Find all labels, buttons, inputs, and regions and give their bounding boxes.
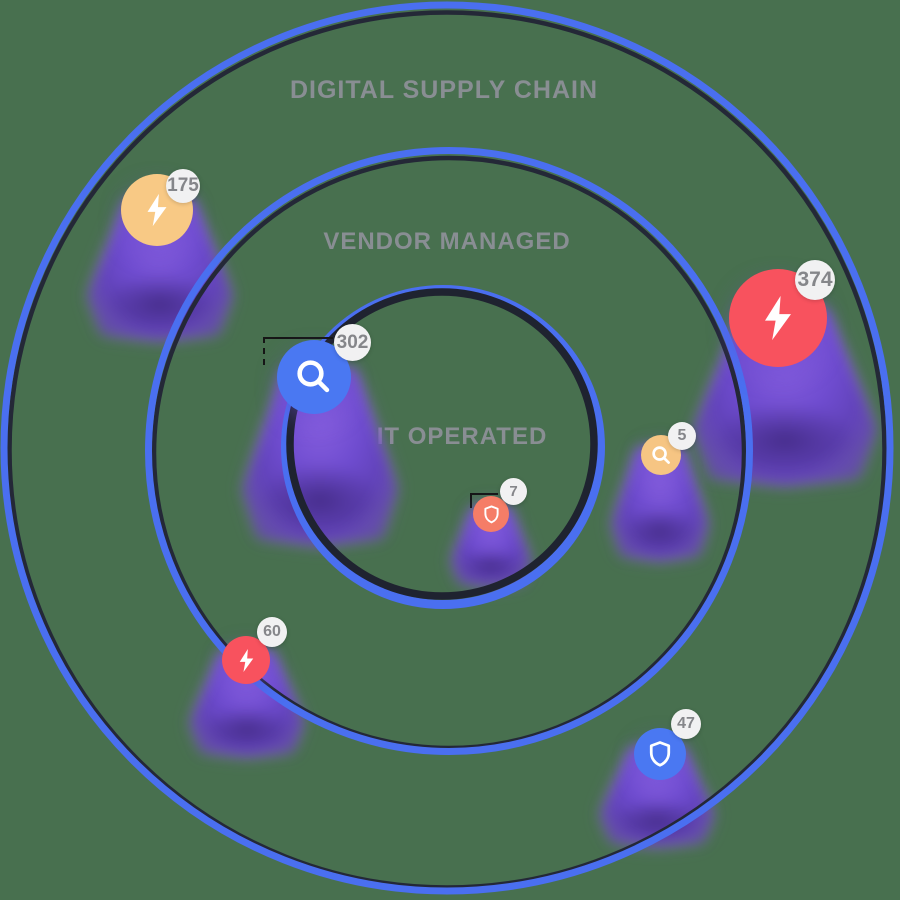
count-value: 5 [677, 427, 687, 444]
count-badge[interactable]: 175 [166, 169, 200, 203]
count-badge[interactable]: 5 [668, 422, 696, 450]
count-value: 374 [797, 268, 833, 291]
count-value: 60 [263, 623, 281, 640]
count-badge[interactable]: 302 [334, 324, 371, 361]
count-value: 47 [677, 715, 695, 732]
search-icon [651, 445, 670, 464]
count-value: 302 [336, 331, 369, 353]
count-badge[interactable]: 374 [795, 260, 835, 300]
count-value: 175 [167, 175, 199, 196]
count-badge[interactable]: 60 [257, 617, 287, 647]
count-badge[interactable]: 7 [500, 478, 527, 505]
lightning-icon [239, 648, 253, 672]
selection-corner-bracket [263, 337, 333, 365]
zone-label-vendor-managed: VENDOR MANAGED [323, 228, 571, 255]
shield-icon [483, 504, 499, 523]
count-value: 7 [509, 483, 518, 500]
lightning-icon [147, 193, 167, 227]
search-icon [297, 360, 330, 393]
node-shield-7[interactable] [473, 496, 509, 532]
count-badge[interactable]: 47 [671, 709, 701, 739]
zone-label-digital-supply-chain: DIGITAL SUPPLY CHAIN [289, 76, 598, 104]
selection-corner-bracket [470, 493, 498, 508]
lightning-icon [765, 295, 791, 341]
shield-icon [649, 741, 671, 767]
zone-label-it-operated: IT OPERATED [376, 423, 548, 450]
